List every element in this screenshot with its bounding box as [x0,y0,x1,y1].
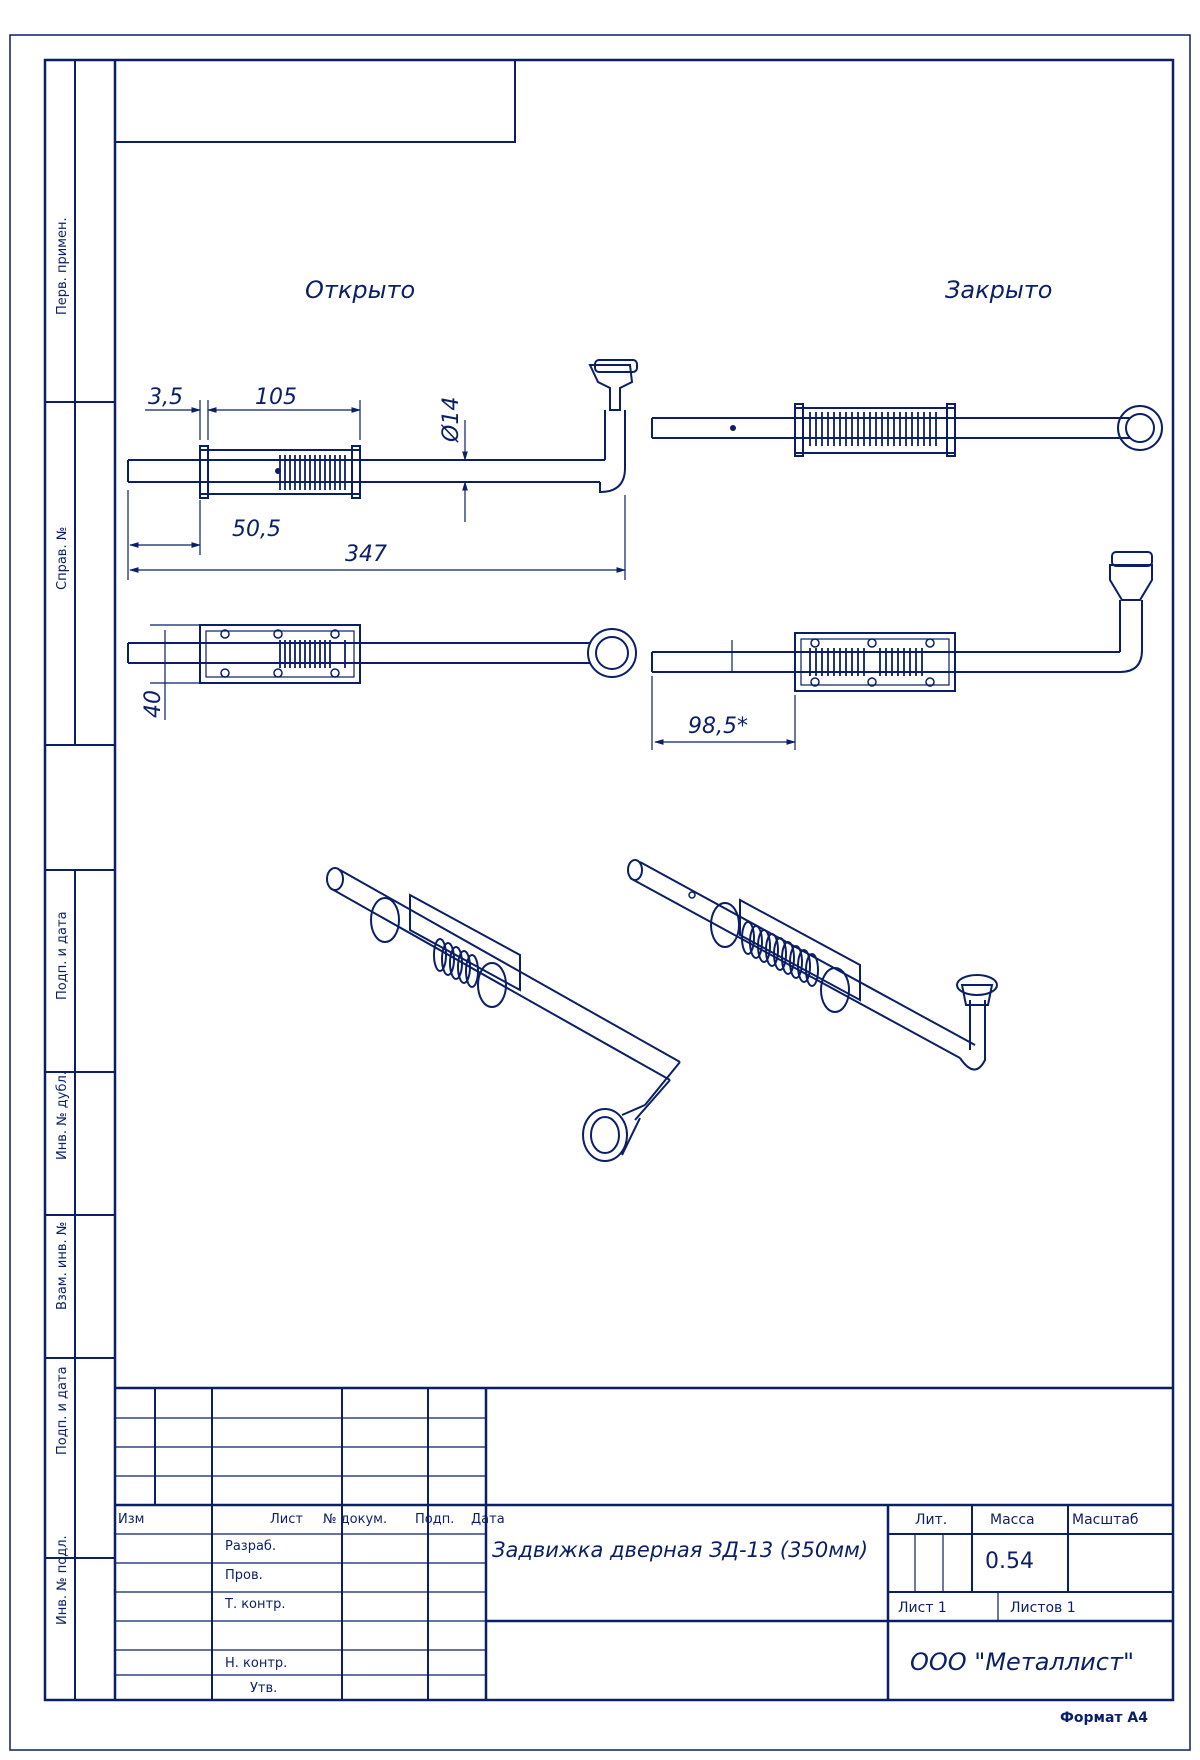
dim-347: 347 [345,542,387,567]
side-label-inv-dubl: Инв. № дубл. [55,1071,70,1160]
side-label-podp-data-2: Подп. и дата [55,1366,70,1455]
side-label-sprav-no: Справ. № [55,527,70,590]
title-block: Изм Лист № докум. Подп. Дата Разраб. Про… [115,1386,1173,1726]
caption-closed: Закрыто [945,276,1052,304]
row-razrab: Разраб. [225,1539,276,1554]
col-data: Дата [471,1512,505,1527]
mass-value: 0.54 [985,1549,1034,1574]
dim-diam-14: Ø14 [439,397,464,443]
left-side-strip: Перв. примен. Справ. № Подп. и дата Инв.… [45,60,115,1700]
row-utv: Утв. [250,1681,277,1696]
row-nkontr: Н. контр. [225,1656,287,1671]
isometric-closed [627,859,998,1071]
scale-label: Масштаб [1072,1512,1139,1528]
outer-frame [9,34,1191,1751]
dim-98-5: 98,5* [688,714,748,739]
view-open-top: 40 [127,624,637,720]
sheet-number: Лист 1 [898,1600,947,1616]
caption-open: Открыто [305,276,415,304]
col-izm: Изм [118,1512,144,1527]
view-closed-top: 98,5* [651,551,1153,750]
row-prov: Пров. [225,1568,263,1583]
col-dokum: № докум. [323,1512,387,1527]
lit-label: Лит. [915,1512,947,1528]
top-left-box [114,59,516,143]
side-label-inv-podl: Инв. № подл. [55,1535,70,1625]
col-podp: Подп. [415,1512,454,1527]
row-tkontr: Т. контр. [224,1597,285,1612]
dim-105: 105 [255,385,297,410]
view-closed-side [651,403,1163,457]
drawing-name: Задвижка дверная ЗД-13 (350мм) [492,1538,868,1562]
isometric-open [326,867,681,1162]
dim-40: 40 [141,690,166,718]
company-name: ООО "Металлист" [910,1648,1134,1676]
side-label-perv-primen: Перв. примен. [55,217,70,315]
side-label-vzam-inv: Взам. инв. № [55,1222,70,1310]
sheets-total: Листов 1 [1010,1600,1076,1616]
col-list: Лист [270,1512,303,1527]
view-open-side: 3,5 105 Ø14 50,5 347 [127,359,638,580]
dim-3-5: 3,5 [148,385,183,410]
mass-label: Масса [990,1512,1035,1528]
side-label-podp-data-1: Подп. и дата [55,911,70,1000]
format-label: Формат А4 [1060,1710,1148,1726]
dim-50-5: 50,5 [232,517,281,542]
